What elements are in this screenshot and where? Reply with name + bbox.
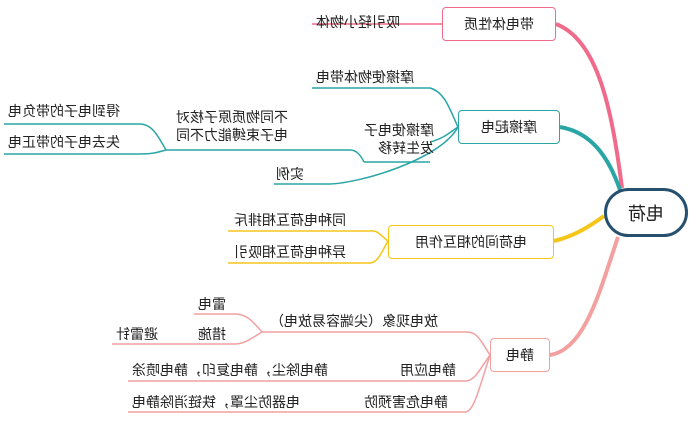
link-branch-3-child-1 (228, 230, 389, 242)
leaf-electron-transfer: 摩擦使电子 发生转移 (364, 123, 434, 157)
leaf-gain-electrons-negative: 得到电子的带负电 (8, 104, 120, 120)
link-branch-3-child-2 (228, 240, 389, 264)
leaf-lose-electrons-positive: 失去电子的带正电 (8, 135, 120, 151)
root-label: 电荷 (628, 203, 664, 225)
link-detail-neg (4, 123, 167, 151)
leaf-discharge-phenomenon: 放电现象（尖端容易放电） (270, 314, 438, 330)
link-detail-pos (4, 149, 167, 155)
link-thunder (194, 313, 263, 333)
root-node[interactable]: 电荷 (604, 188, 688, 237)
link-branch-2-child-3 (329, 126, 459, 185)
branch-node-4[interactable]: 静电 (490, 338, 550, 372)
link-branch-4-child-3 (128, 354, 491, 413)
link-root-branch-4 (549, 236, 620, 357)
leaf-unlike-charges-attract: 异种电荷互相吸引 (234, 245, 346, 261)
branch-node-3[interactable]: 电荷间的相互作用 (388, 225, 554, 259)
link-measure (192, 331, 263, 345)
leaf-hazard-detail: 电器防尘罩，铁链消除静电 (132, 395, 300, 411)
link-root-branch-1 (555, 22, 624, 189)
link-root-branch-3 (553, 214, 606, 243)
branch-node-1[interactable]: 带电体性质 (442, 7, 556, 41)
leaf-electrostatic-applications: 静电应用 (400, 363, 456, 379)
leaf-lightning-rod: 避雷针 (116, 327, 158, 343)
link-branch-2-child-2 (429, 126, 459, 143)
leaf-like-charges-repel: 同种电荷互相排斥 (234, 213, 346, 229)
leaf-measures: 措施 (198, 327, 226, 343)
branch-label-3: 电荷间的相互作用 (415, 235, 527, 251)
leaf-attract-light-objects: 吸引轻小物体 (316, 15, 400, 31)
branch-node-2[interactable]: 摩擦起电 (458, 110, 560, 144)
link-branch-4-child-2 (128, 354, 491, 382)
branch-label-4: 静电 (506, 348, 534, 364)
branch-label-1: 带电体性质 (464, 17, 534, 33)
leaf-binding-ability: 不同物质原子核对 电子束缚能力不同 (176, 110, 288, 144)
leaf-hazard-prevention: 静电危害预防 (364, 395, 448, 411)
branch-label-2: 摩擦起电 (481, 120, 537, 136)
leaf-example: 实例 (276, 167, 304, 183)
link-branch-2-detail (166, 149, 365, 163)
link-root-branch-2 (559, 125, 622, 191)
link-branch-4-child-1 (262, 331, 491, 356)
link-branch-2-child-1 (312, 87, 459, 128)
leaf-thunder-lightning: 雷电 (198, 297, 226, 313)
leaf-friction-charges-object: 摩擦使物体带电 (316, 70, 414, 86)
leaf-applications-detail: 静电除尘，静电复印，静电喷涂 (132, 363, 328, 379)
